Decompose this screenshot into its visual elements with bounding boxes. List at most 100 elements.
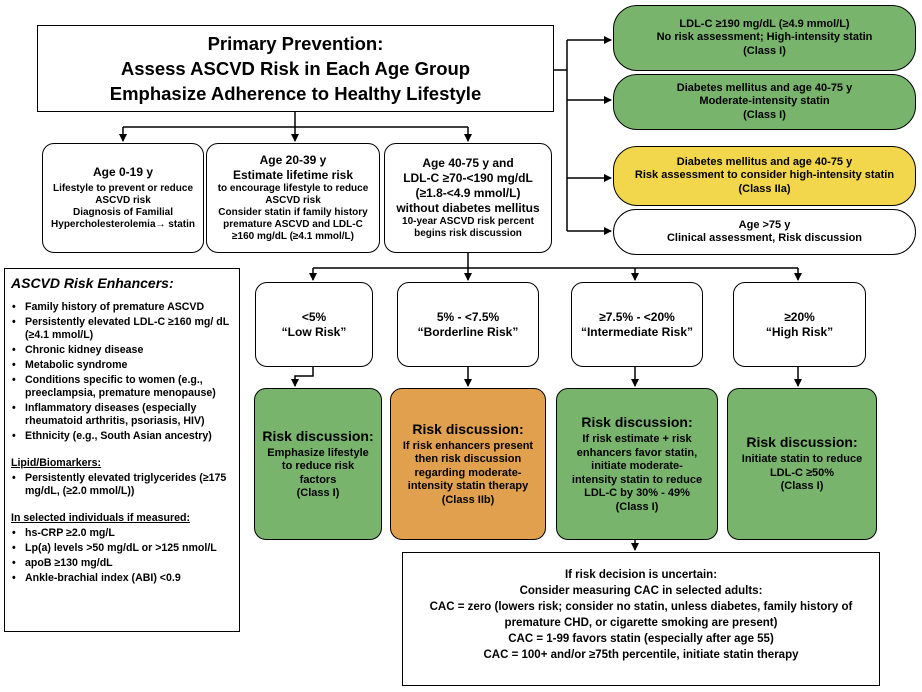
primary-line-2: Assess ASCVD Risk in Each Age Group bbox=[120, 58, 471, 79]
discussion-line: LDL-C ≥50% bbox=[769, 466, 835, 479]
list-item: Metabolic syndrome bbox=[12, 359, 235, 372]
age-75-line: Age >75 y bbox=[738, 218, 791, 231]
age-0-19-title: Age 0-19 y bbox=[92, 165, 154, 179]
risk-category-low: <5% “Low Risk” bbox=[255, 282, 373, 367]
discussion-line: LDL-C by 30% - 49% bbox=[584, 487, 690, 499]
discussion-line: regarding moderate- bbox=[414, 466, 522, 479]
discussion-line: Initiate statin to reduce bbox=[741, 453, 863, 466]
list-item: Ethnicity (e.g., South Asian ancestry) bbox=[12, 430, 235, 443]
cac-line: If risk decision is uncertain: bbox=[564, 569, 718, 581]
risk-category-intermediate: ≥7.5% - <20% “Intermediate Risk” bbox=[571, 282, 703, 367]
discussion-line: If risk estimate + risk bbox=[582, 433, 692, 445]
risk-label: “Intermediate Risk” bbox=[580, 324, 694, 339]
age-75-line: Clinical assessment, Risk discussion bbox=[666, 232, 863, 244]
list-item: apoB ≥130 mg/dL bbox=[12, 557, 235, 570]
age-0-19-line: Diagnosis of Familial bbox=[72, 207, 174, 218]
age-20-39-line: ≥160 mg/dL (≥4.1 mmol/L) bbox=[232, 231, 354, 242]
diabetes-moderate-box: Diabetes mellitus and age 40-75 y Modera… bbox=[613, 74, 916, 130]
risk-range: ≥20% bbox=[784, 309, 815, 324]
age-20-39-line: to encourage lifestyle to reduce bbox=[217, 183, 369, 194]
discussion-borderline: Risk discussion: If risk enhancers prese… bbox=[390, 388, 546, 540]
age-0-19-line: Hypercholesterolemia→ statin bbox=[51, 219, 195, 230]
age-0-19-line: Lifestyle to prevent or reduce bbox=[52, 183, 194, 194]
risk-category-high: ≥20% “High Risk” bbox=[733, 282, 866, 367]
cac-line: CAC = 1-99 favors statin (especially aft… bbox=[508, 633, 774, 645]
risk-label: “High Risk” bbox=[765, 324, 834, 339]
selected-heading: In selected individuals if measured: bbox=[11, 512, 190, 524]
primary-line-3: Emphasize Adherence to Healthy Lifestyle bbox=[109, 83, 482, 104]
discussion-line: (Class IIb) bbox=[441, 493, 495, 506]
selected-list: hs-CRP ≥2.0 mg/L Lp(a) levels >50 mg/dL … bbox=[11, 527, 235, 585]
list-item: Chronic kidney disease bbox=[12, 344, 235, 357]
discussion-line: intensity statin to reduce bbox=[571, 473, 703, 486]
risk-label: “Low Risk” bbox=[281, 324, 347, 339]
age-40-75-line: without diabetes mellitus bbox=[396, 201, 540, 215]
discussion-line: (Class I) bbox=[780, 480, 824, 493]
diabetes-high-box: Diabetes mellitus and age 40-75 y Risk a… bbox=[613, 146, 916, 206]
age-0-19-box: Age 0-19 y Lifestyle to prevent or reduc… bbox=[42, 143, 204, 253]
diabetes-moderate-line: Moderate-intensity statin bbox=[699, 95, 830, 108]
discussion-line: (Class I) bbox=[615, 500, 659, 513]
diabetes-moderate-line: (Class I) bbox=[743, 108, 786, 121]
list-item: Ankle-brachial index (ABI) <0.9 bbox=[12, 572, 235, 585]
list-item: Family history of premature ASCVD bbox=[12, 301, 235, 314]
risk-enhancers-panel: ASCVD Risk Enhancers: Family history of … bbox=[4, 268, 240, 632]
discussion-line: initiate moderate- bbox=[591, 460, 683, 472]
discussion-title: Risk discussion: bbox=[412, 420, 524, 437]
cac-line: premature CHD, or cigarette smoking are … bbox=[504, 617, 778, 629]
discussion-line: intensity statin therapy bbox=[407, 480, 529, 493]
list-item: Persistently elevated LDL-C ≥160 mg/ dL … bbox=[12, 316, 235, 342]
cac-line: Consider measuring CAC in selected adult… bbox=[519, 585, 763, 597]
diabetes-high-line: Diabetes mellitus and age 40-75 y bbox=[676, 155, 853, 168]
age-40-75-line: (≥1.8-<4.9 mmol/L) bbox=[415, 186, 521, 200]
risk-range: 5% - <7.5% bbox=[436, 309, 500, 324]
age-20-39-line: Consider statin if family history bbox=[218, 207, 368, 218]
age-20-39-line: premature ASCVD and LDL-C bbox=[223, 219, 363, 230]
age-20-39-line: ASCVD risk bbox=[265, 195, 321, 206]
ldl-190-line: No risk assessment; High-intensity stati… bbox=[656, 31, 873, 44]
primary-line-1: Primary Prevention: bbox=[207, 33, 384, 54]
discussion-line: enhancers favor statin, bbox=[576, 446, 698, 459]
discussion-title: Risk discussion: bbox=[581, 414, 693, 430]
ldl-190-line: (Class I) bbox=[743, 44, 786, 57]
age-75-box: Age >75 y Clinical assessment, Risk disc… bbox=[613, 209, 916, 255]
risk-enhancers-list: Family history of premature ASCVD Persis… bbox=[11, 301, 235, 443]
age-20-39-box: Age 20-39 y Estimate lifetime risk to en… bbox=[206, 143, 380, 253]
risk-category-borderline: 5% - <7.5% “Borderline Risk” bbox=[397, 282, 539, 367]
diabetes-high-line: Risk assessment to consider high-intensi… bbox=[634, 169, 895, 182]
ldl-190-line: LDL-C ≥190 mg/dL (≥4.9 mmol/L) bbox=[679, 17, 850, 30]
discussion-line: If risk enhancers present bbox=[402, 439, 534, 452]
lipid-list: Persistently elevated triglycerides (≥17… bbox=[11, 472, 235, 498]
primary-prevention-box: Primary Prevention: Assess ASCVD Risk in… bbox=[37, 25, 554, 112]
discussion-line: to reduce risk bbox=[281, 460, 355, 472]
risk-range: <5% bbox=[301, 309, 327, 324]
age-20-39-title: Age 20-39 y bbox=[259, 153, 327, 167]
lipid-heading: Lipid/Biomarkers: bbox=[11, 457, 102, 469]
discussion-low: Risk discussion: Emphasize lifestyle to … bbox=[254, 388, 382, 540]
list-item: Conditions specific to women (e.g., pree… bbox=[12, 374, 235, 400]
discussion-line: (Class I) bbox=[296, 487, 340, 499]
cac-box: If risk decision is uncertain: Consider … bbox=[402, 552, 880, 686]
risk-range: ≥7.5% - <20% bbox=[599, 309, 675, 324]
list-item: Persistently elevated triglycerides (≥17… bbox=[12, 472, 235, 498]
age-40-75-line: LDL-C ≥70-<190 mg/dL bbox=[403, 171, 533, 185]
risk-enhancers-title: ASCVD Risk Enhancers: bbox=[11, 275, 174, 291]
discussion-title: Risk discussion: bbox=[746, 434, 858, 451]
list-item: hs-CRP ≥2.0 mg/L bbox=[12, 527, 235, 540]
cac-line: CAC = zero (lowers risk; consider no sta… bbox=[429, 601, 853, 613]
discussion-line: factors bbox=[299, 473, 337, 486]
list-item: Lp(a) levels >50 mg/dL or >125 nmol/L bbox=[12, 542, 235, 555]
risk-label: “Borderline Risk” bbox=[417, 324, 519, 339]
discussion-line: Emphasize lifestyle bbox=[267, 446, 369, 459]
discussion-high: Risk discussion: Initiate statin to redu… bbox=[727, 388, 877, 540]
age-40-75-box: Age 40-75 y and LDL-C ≥70-<190 mg/dL (≥1… bbox=[384, 143, 552, 253]
diabetes-moderate-line: Diabetes mellitus and age 40-75 y bbox=[676, 81, 853, 94]
age-40-75-note: 10-year ASCVD risk percent bbox=[402, 216, 534, 227]
ldl-190-box: LDL-C ≥190 mg/dL (≥4.9 mmol/L) No risk a… bbox=[613, 5, 916, 71]
age-40-75-note: begins risk discussion bbox=[414, 228, 522, 239]
diabetes-high-line: (Class IIa) bbox=[738, 182, 791, 195]
age-40-75-line: Age 40-75 y and bbox=[422, 156, 514, 170]
list-item: Inflammatory diseases (especially rheuma… bbox=[12, 402, 235, 428]
age-20-39-subtitle: Estimate lifetime risk bbox=[232, 168, 354, 182]
